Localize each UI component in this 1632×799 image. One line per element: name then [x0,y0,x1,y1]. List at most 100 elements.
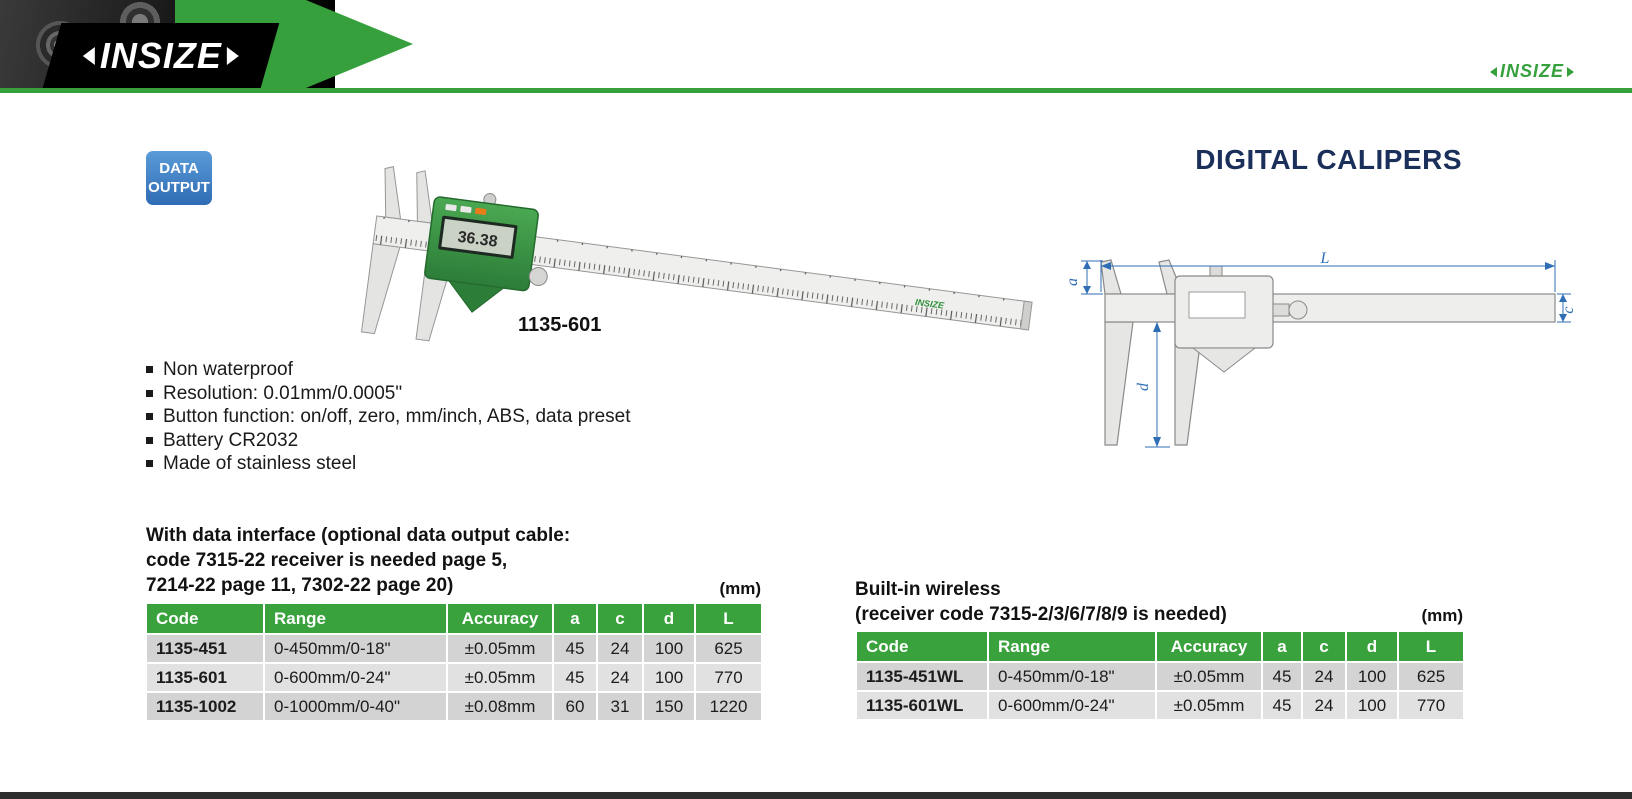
col-header-L: L [1397,630,1465,663]
feature-item: Non waterproof [146,360,631,380]
dim-label-c: c [1560,306,1577,313]
feature-text: Battery CR2032 [163,429,299,451]
dimension-a [1081,260,1103,295]
right-table-unit: (mm) [1421,606,1463,625]
drawing-thumb-screw [1272,303,1290,317]
badge-line2: OUTPUT [148,179,210,196]
logo-text: INSIZE [99,34,222,76]
beam-brand-text: INSIZE [915,297,946,311]
col-header-accuracy: Accuracy [446,602,554,635]
bullet-square-icon [146,389,153,397]
button-2 [460,205,472,214]
cell-c: 24 [1301,690,1347,721]
dimension-d [1145,322,1170,448]
cell-a: 45 [1261,690,1303,721]
logo-left-arrow-icon [82,46,95,65]
drawing-grip [1191,347,1257,373]
lower-fixed-jaw [360,243,401,335]
feature-list: Non waterproof Resolution: 0.01mm/0.0005… [146,360,631,478]
drawing-roller [1288,300,1308,320]
spec-table-wireless: Code Range Accuracy a c d L 1135-451WL 0… [855,630,1465,721]
caliper-group: INSIZE 36.38 [360,166,1033,342]
display-grip [447,280,505,313]
cell-accuracy: ±0.05mm [446,633,554,664]
arrowhead [1153,322,1161,332]
drawing-lcd [1188,291,1246,319]
cell-d: 150 [642,691,696,722]
drawing-beam [1104,293,1556,323]
feature-item: Made of stainless steel [146,454,631,474]
page-bottom-bar [0,792,1632,799]
dimension-L [1100,260,1556,292]
cell-code: 1135-451 [145,633,265,664]
cell-d: 100 [642,633,696,664]
product-code-label: 1135-601 [518,314,602,336]
table-row: 1135-451 0-450mm/0-18" ±0.05mm 45 24 100… [145,633,763,664]
cell-L: 770 [694,662,763,693]
col-header-code: Code [145,602,265,635]
col-header-a: a [552,602,598,635]
heading-line: 7214-22 page 11, 7302-22 page 20) [146,575,454,596]
button-1 [445,203,457,212]
heading-line: With data interface (optional data outpu… [146,525,571,546]
data-output-badge: DATA OUTPUT [146,151,212,205]
cell-a: 45 [1261,661,1303,692]
col-header-d: d [1345,630,1399,663]
cell-a: 45 [552,633,598,664]
cell-range: 0-600mm/0-24" [263,662,448,693]
feature-item: Resolution: 0.01mm/0.0005" [146,382,631,404]
cell-code: 1135-451WL [855,661,989,692]
cell-c: 24 [596,662,644,693]
cell-accuracy: ±0.05mm [1155,690,1263,721]
cell-c: 24 [596,633,644,664]
cell-code: 1135-601WL [855,690,989,721]
upper-fixed-jaw [384,166,402,220]
right-table-heading: Built-in wireless (receiver code 7315-2/… [855,577,1495,627]
table-row: 1135-1002 0-1000mm/0-40" ±0.08mm 60 31 1… [145,691,763,722]
lcd-screen [441,218,515,256]
cell-d: 100 [1345,690,1399,721]
feature-text: Made of stainless steel [163,453,357,474]
cell-accuracy: ±0.05mm [446,662,554,693]
cell-L: 625 [1397,661,1465,692]
cell-code: 1135-1002 [145,691,265,722]
feature-item: Button function: on/off, zero, mm/inch, … [146,407,631,427]
cell-L: 625 [694,633,763,664]
arrowhead [1545,262,1555,270]
table-row: 1135-601 0-600mm/0-24" ±0.05mm 45 24 100… [145,662,763,693]
col-header-a: a [1261,630,1303,663]
arrowhead [1559,314,1567,322]
lcd-value: 36.38 [457,229,499,251]
cell-accuracy: ±0.05mm [1155,661,1263,692]
bullet-square-icon [146,366,153,373]
beam-scale-ticks [373,215,1032,330]
col-header-code: Code [855,630,989,663]
cell-c: 24 [1301,661,1347,692]
caliper-dimension-diagram: L a d c [1064,252,1577,448]
cell-range: 0-450mm/0-18" [987,661,1157,692]
cell-L: 1220 [694,691,763,722]
logo-small-right-arrow-icon [1567,66,1574,77]
dim-label-L: L [1320,252,1330,267]
bullet-square-icon [146,413,153,420]
bullet-square-icon [146,436,153,444]
insize-logo-small: INSIZE [1489,61,1574,82]
feature-text: Resolution: 0.01mm/0.0005" [163,382,403,404]
arrowhead [1559,294,1567,302]
feature-item: Battery CR2032 [146,429,631,451]
insize-logo: INSIZE [42,23,280,88]
cell-code: 1135-601 [145,662,265,693]
badge-line1: DATA [159,160,199,177]
col-header-d: d [642,602,696,635]
drawing-lower-fixed-jaw [1104,321,1134,446]
cell-a: 60 [552,691,598,722]
feature-text: Button function: on/off, zero, mm/inch, … [163,406,631,427]
dim-label-d: d [1135,382,1152,391]
cell-range: 0-1000mm/0-40" [263,691,448,722]
heading-line: code 7315-22 receiver is needed page 5, [146,550,508,571]
heading-line: Built-in wireless [855,579,1001,600]
table-header-row: Code Range Accuracy a c d L [145,602,763,635]
arrowhead [1153,437,1161,447]
heading-line: (receiver code 7315-2/3/6/7/8/9 is neede… [855,604,1227,625]
cell-d: 100 [1345,661,1399,692]
